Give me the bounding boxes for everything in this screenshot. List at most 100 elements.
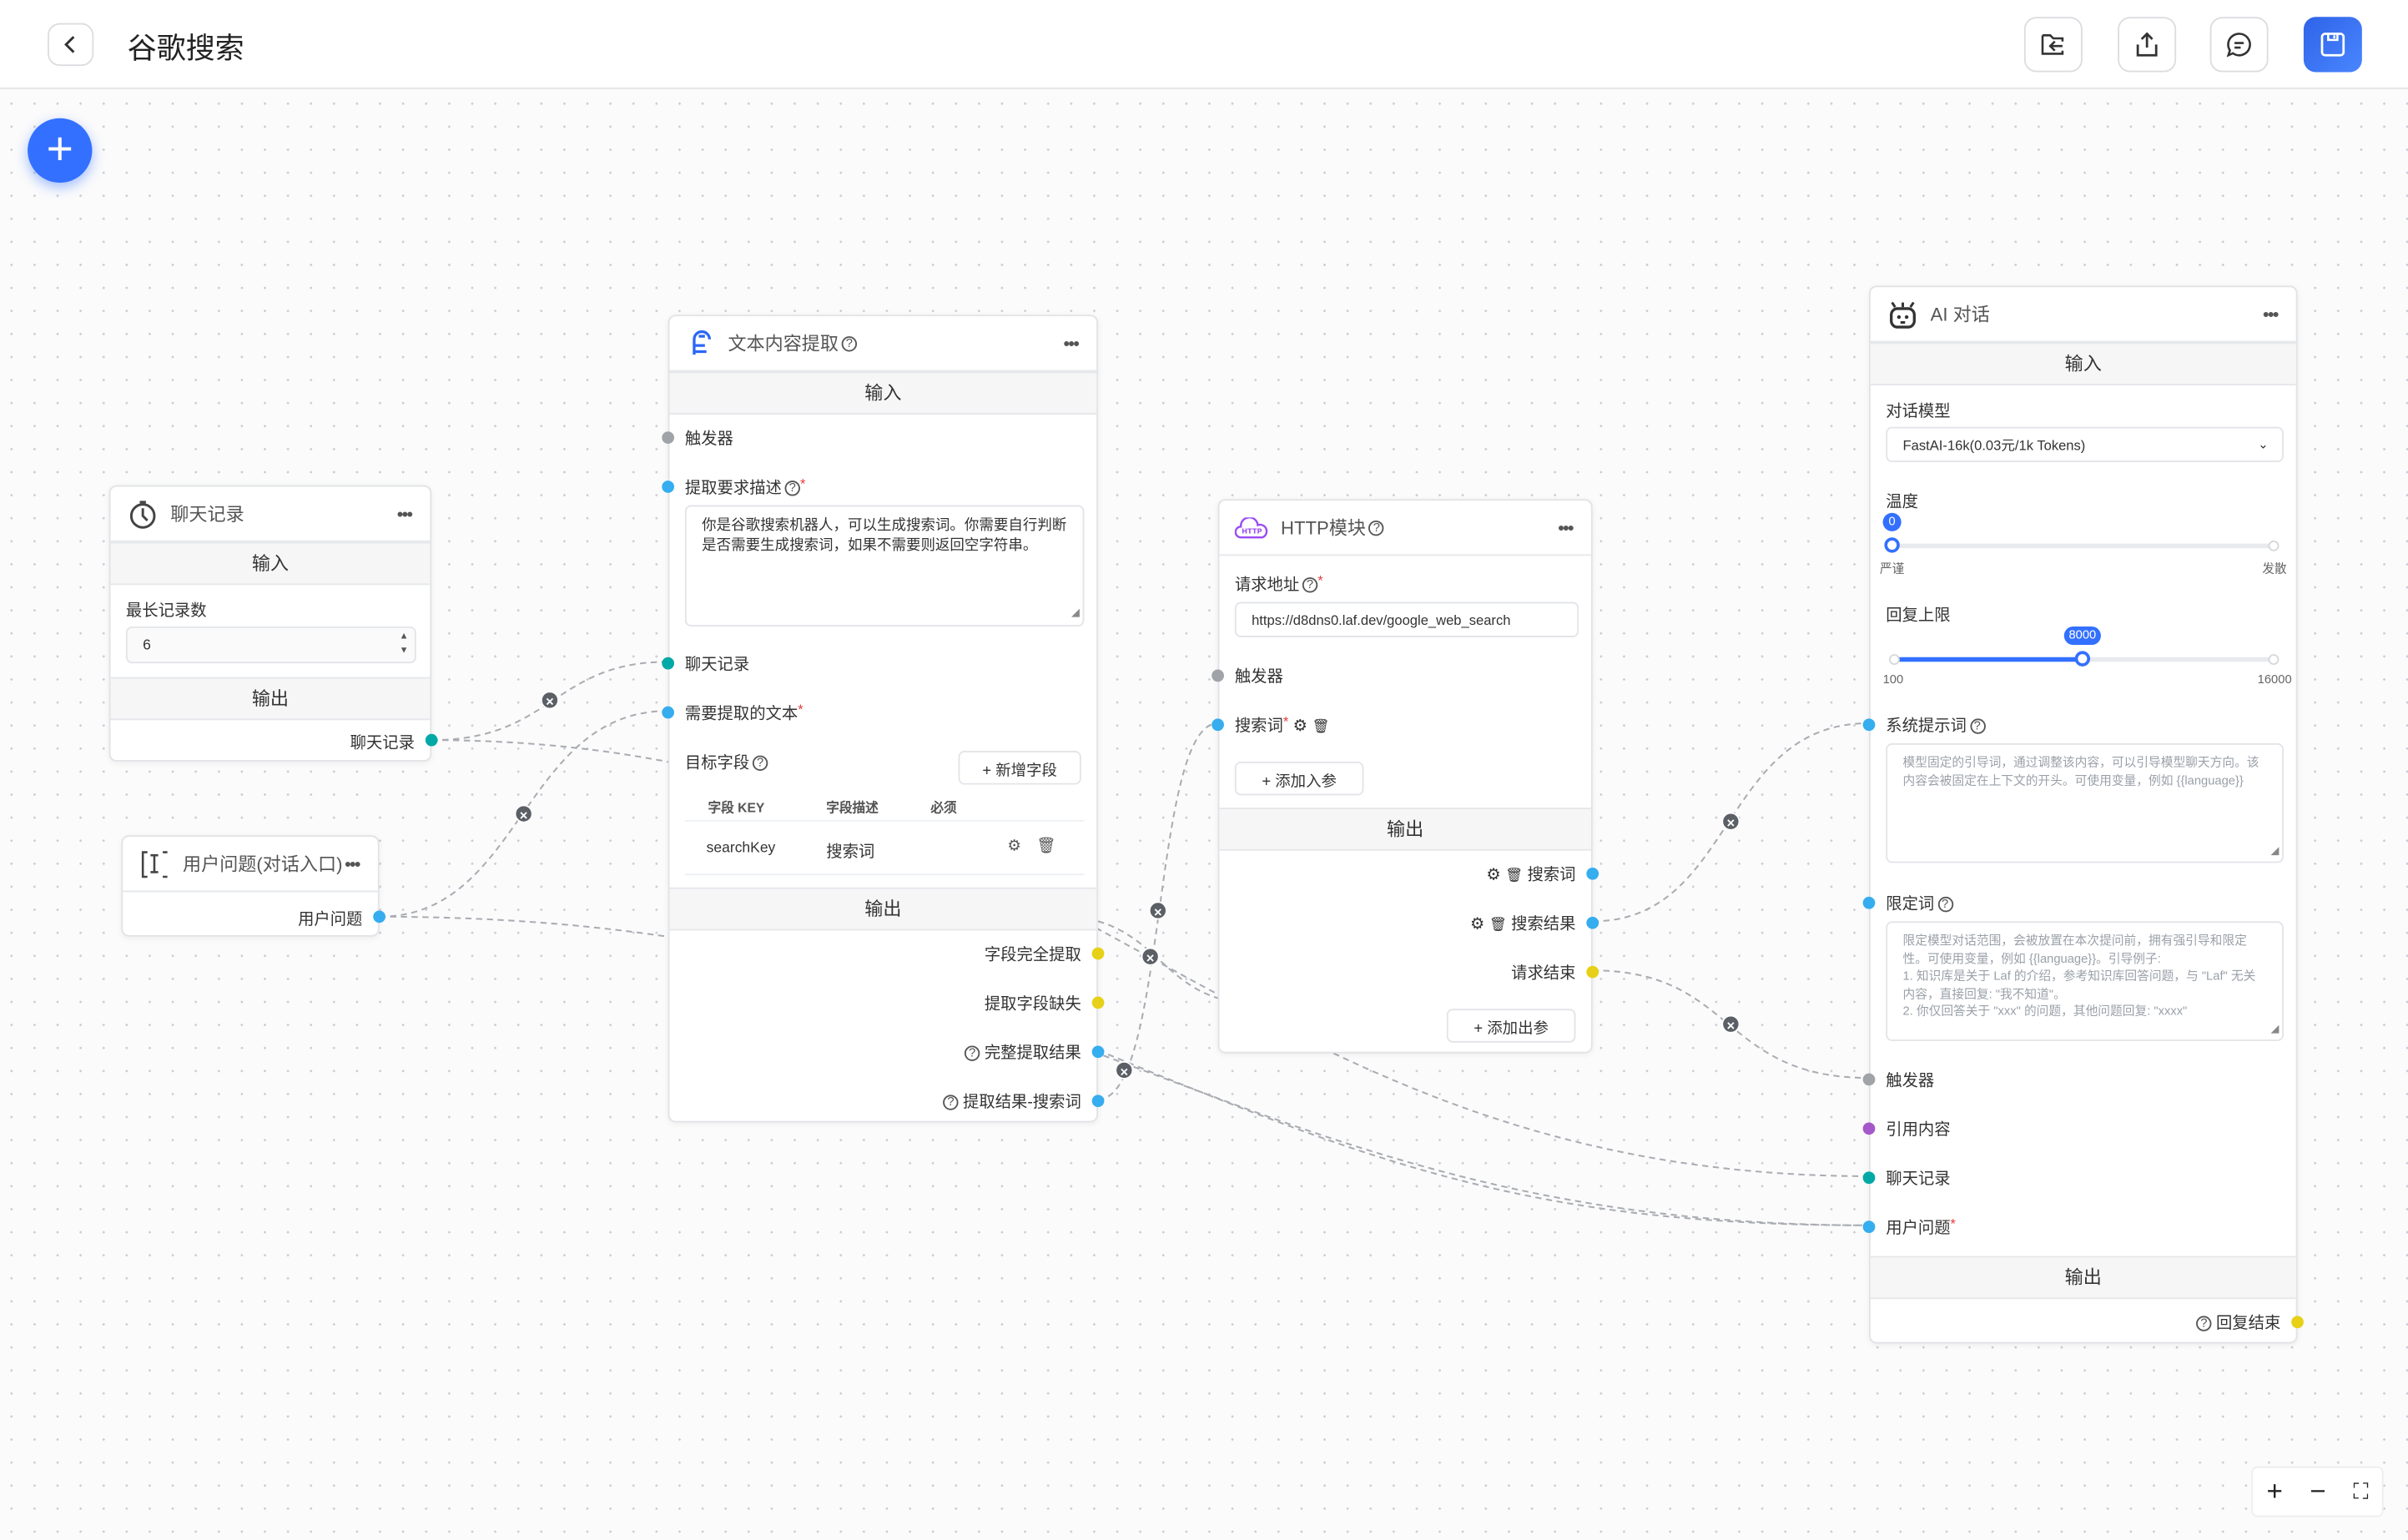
more-menu-button[interactable]: •••	[345, 853, 360, 875]
delete-edge-button[interactable]: ×	[1115, 1060, 1134, 1080]
input-handle-trigger[interactable]	[1862, 1073, 1876, 1086]
add-field-button[interactable]: + 新增字段	[958, 751, 1081, 785]
import-button[interactable]	[2023, 17, 2083, 73]
output-handle-history[interactable]	[425, 733, 438, 747]
stepper-arrows-icon[interactable]: ▲▼	[399, 632, 409, 656]
output-label: 请求结束	[1511, 964, 1576, 983]
gear-icon[interactable]: ⚙	[1470, 914, 1485, 934]
max-records-value: 6	[143, 636, 151, 654]
gear-icon[interactable]: ⚙	[1292, 717, 1308, 736]
output-handle-finish[interactable]	[2291, 1316, 2304, 1329]
slider-end-mark	[2268, 540, 2280, 551]
resize-handle-icon[interactable]: ◢	[2270, 845, 2280, 857]
delete-edge-button[interactable]: ×	[540, 691, 559, 710]
model-select[interactable]: FastAI-16k(0.03元/1k Tokens) ⌄	[1886, 426, 2284, 463]
input-handle-quote[interactable]	[1862, 1122, 1876, 1135]
max-records-stepper[interactable]: 6 ▲▼	[125, 626, 416, 664]
trash-icon[interactable]: 🗑	[1505, 867, 1524, 883]
delete-edge-button[interactable]: ×	[514, 804, 533, 823]
add-output-param-button[interactable]: + 添加出参	[1446, 1009, 1576, 1043]
help-icon[interactable]: ?	[965, 1045, 980, 1062]
delete-edge-button[interactable]: ×	[1148, 901, 1167, 920]
more-menu-button[interactable]: •••	[396, 502, 413, 525]
help-icon[interactable]: ?	[841, 335, 858, 351]
fit-view-button[interactable]: ⛶	[2353, 1478, 2369, 1503]
trash-icon[interactable]: 🗑	[1489, 916, 1507, 933]
edge-extract-result-to-ai	[1097, 1049, 1870, 1226]
temperature-slider[interactable]	[1892, 543, 2274, 549]
help-icon[interactable]: ?	[1937, 897, 1953, 913]
input-handle-trigger[interactable]	[1212, 669, 1224, 682]
more-menu-button[interactable]: •••	[2262, 303, 2279, 325]
output-handle-search-term[interactable]	[1586, 867, 1599, 880]
resize-handle-icon[interactable]: ◢	[1071, 607, 1080, 619]
help-icon[interactable]: ?	[784, 481, 800, 496]
url-input[interactable]: https://d8dns0.laf.dev/google_web_search	[1234, 601, 1579, 637]
add-input-param-button[interactable]: + 添加入参	[1234, 761, 1364, 796]
output-handle-full-result[interactable]	[1091, 1045, 1105, 1059]
input-handle-history[interactable]	[1862, 1171, 1876, 1185]
save-button[interactable]	[2303, 17, 2362, 73]
temperature-slider-thumb[interactable]	[1884, 537, 1900, 553]
node-chat-history[interactable]: 聊天记录 ••• 输入 最长记录数 6 ▲▼ 输出 聊天记录	[108, 485, 438, 762]
limit-prompt-textarea[interactable]: 限定模型对话范围，会被放置在本次提问前，拥有强引导和限定性。可使用变量，例如 {…	[1886, 921, 2284, 1041]
input-handle-question[interactable]	[1862, 1220, 1876, 1234]
edge-question-to-ai	[379, 915, 1870, 1226]
delete-edge-button[interactable]: ×	[1721, 1014, 1741, 1034]
back-button[interactable]	[48, 23, 94, 67]
input-handle-system-prompt[interactable]	[1862, 718, 1876, 732]
zoom-out-button[interactable]: −	[2310, 1475, 2326, 1507]
max-records-label: 最长记录数	[125, 601, 207, 621]
output-label: 用户问题	[298, 910, 363, 929]
input-handle-description[interactable]	[662, 481, 675, 493]
resize-handle-icon[interactable]: ◢	[2270, 1023, 2280, 1034]
more-menu-button[interactable]: •••	[1063, 332, 1079, 355]
node-user-question[interactable]: 用户问题(对话入口) ••• 用户问题	[121, 835, 385, 937]
reply-limit-min: 100	[1882, 672, 1904, 687]
add-node-button[interactable]: +	[28, 118, 93, 184]
url-label: 请求地址	[1234, 576, 1300, 595]
chevron-left-icon	[64, 36, 75, 53]
node-ai-chat[interactable]: AI 对话 ••• 输入 对话模型 FastAI-16k(0.03元/1k To…	[1862, 285, 2304, 1344]
help-icon[interactable]: ?	[752, 755, 768, 772]
description-label: 提取要求描述	[684, 479, 782, 498]
input-label: 触发器	[1886, 1071, 1935, 1090]
description-textarea[interactable]: 你是谷歌搜索机器人，可以生成搜索词。你需要自行判断是否需要生成搜索词，如果不需要…	[684, 505, 1085, 627]
output-label: 搜索结果	[1511, 914, 1576, 934]
output-handle-success[interactable]	[1091, 947, 1105, 960]
delete-edge-button[interactable]: ×	[1721, 812, 1741, 831]
node-text-extract[interactable]: 文本内容提取? ••• 输入 触发器 提取要求描述?* 你是谷歌搜索机器人，可以…	[662, 315, 1105, 1123]
system-prompt-label: 系统提示词	[1886, 717, 1967, 736]
trash-icon[interactable]: 🗑	[1036, 838, 1056, 856]
zoom-in-button[interactable]: +	[2266, 1475, 2283, 1507]
export-button[interactable]	[2118, 17, 2177, 73]
output-handle-search-result[interactable]	[1586, 916, 1599, 929]
system-prompt-textarea[interactable]: 模型固定的引导词，通过调整该内容，可以引导模型聊天方向。该内容会被固定在上下文的…	[1886, 742, 2284, 863]
input-handle-history[interactable]	[662, 657, 675, 670]
help-icon[interactable]: ?	[1969, 718, 1985, 735]
temperature-label: 温度	[1886, 492, 1918, 511]
reply-limit-slider-thumb[interactable]	[2074, 651, 2091, 667]
more-menu-button[interactable]: •••	[1558, 516, 1574, 539]
help-icon[interactable]: ?	[1302, 577, 1318, 593]
gear-icon[interactable]: ⚙	[1007, 838, 1021, 856]
input-handle-search-term[interactable]	[1212, 718, 1224, 732]
description-value: 你是谷歌搜索机器人，可以生成搜索词。你需要自行判断是否需要生成搜索词，如果不需要…	[702, 517, 1067, 555]
output-handle-search-key[interactable]	[1091, 1095, 1105, 1108]
chat-test-button[interactable]	[2209, 17, 2269, 73]
output-handle-failed[interactable]	[1091, 996, 1105, 1009]
output-handle-finish[interactable]	[1586, 965, 1599, 979]
help-icon[interactable]: ?	[2196, 1316, 2212, 1332]
node-http[interactable]: HTTP HTTP模块? ••• 请求地址?* https://d8dns0.l…	[1212, 499, 1599, 1054]
output-handle-question[interactable]	[373, 910, 385, 923]
input-handle-limit-prompt[interactable]	[1862, 896, 1876, 909]
trash-icon[interactable]: 🗑	[1312, 718, 1330, 734]
gear-icon[interactable]: ⚙	[1486, 866, 1501, 885]
help-icon[interactable]: ?	[1368, 520, 1385, 536]
limit-prompt-placeholder: 限定模型对话范围，会被放置在本次提问前，拥有强引导和限定性。可使用变量，例如 {…	[1902, 934, 2256, 1019]
input-handle-text[interactable]	[662, 706, 675, 719]
help-icon[interactable]: ?	[943, 1095, 959, 1111]
delete-edge-button[interactable]: ×	[1141, 947, 1160, 966]
input-handle-trigger[interactable]	[662, 431, 675, 444]
